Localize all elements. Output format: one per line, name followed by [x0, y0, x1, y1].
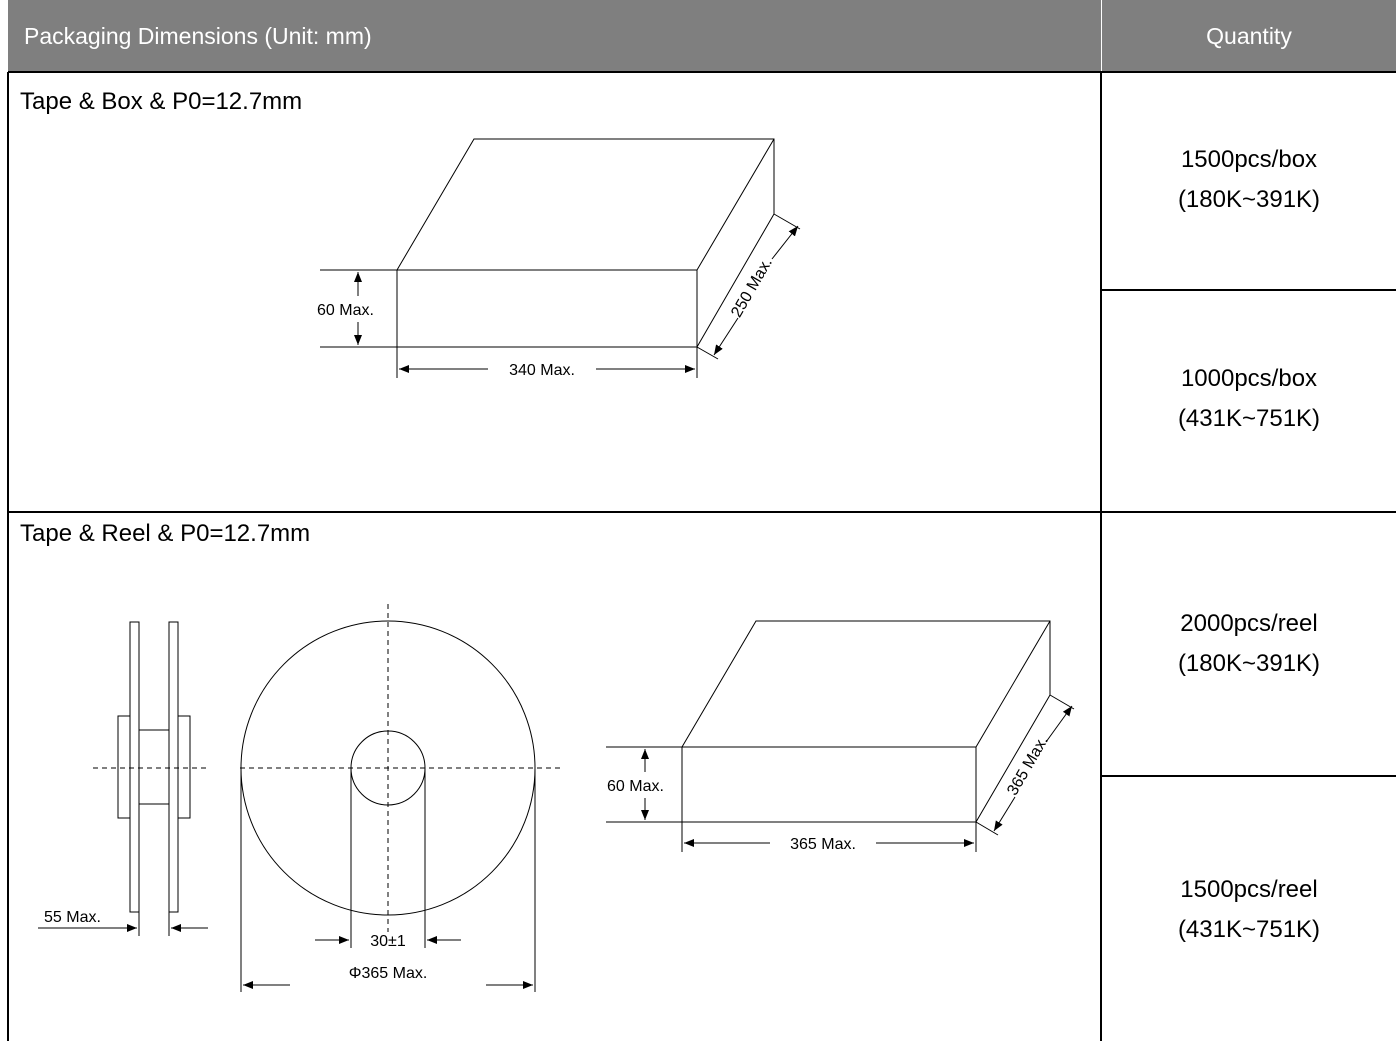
reel-box-depth-label: 365 Max.	[1004, 733, 1052, 798]
reel-qty-1: 2000pcs/reel (180K~391K)	[1102, 604, 1396, 684]
reel-width-label: 55 Max.	[44, 909, 101, 926]
reel-qty-2-count: 1500pcs/reel	[1180, 876, 1318, 903]
hub-diameter-label: 30±1	[370, 933, 406, 950]
box-section-title: Tape & Box & P0=12.7mm	[20, 88, 303, 115]
box-labels: 60 Max. 340 Max. 250 Max.	[317, 255, 776, 379]
header-quantity-label: Quantity	[1206, 22, 1292, 49]
box-qty-2: 1000pcs/box (431K~751K)	[1102, 359, 1396, 439]
reel-box-width-label: 365 Max.	[790, 836, 856, 853]
header-dimensions-label: Packaging Dimensions (Unit: mm)	[24, 22, 372, 49]
reel-qty-1-range: (180K~391K)	[1177, 650, 1321, 677]
reel-diameter-label: Φ365 Max.	[349, 965, 428, 982]
box-width-label: 340 Max.	[509, 362, 575, 379]
reel-box-drawing	[606, 620, 1075, 852]
reel-side-view	[38, 621, 208, 936]
reel-qty-2-range: (431K~751K)	[1177, 916, 1321, 943]
table-grid	[7, 71, 1396, 1041]
reel-qty-2: 1500pcs/reel (431K~751K)	[1102, 870, 1396, 950]
box-qty-1-range: (180K~391K)	[1177, 186, 1321, 213]
reel-section-title: Tape & Reel & P0=12.7mm	[20, 520, 311, 547]
header-dimensions-cell: Packaging Dimensions (Unit: mm)	[8, 0, 1101, 72]
header-quantity-cell: Quantity	[1102, 0, 1396, 72]
box-qty-1-count: 1500pcs/box	[1180, 146, 1318, 173]
reel-front-view	[240, 604, 560, 992]
box-qty-2-range: (431K~751K)	[1177, 405, 1321, 432]
reel-front-labels: 30±1 Φ365 Max.	[349, 933, 428, 982]
reel-box-labels: 60 Max. 365 Max. 365 Max.	[607, 733, 1052, 853]
box-qty-1: 1500pcs/box (180K~391K)	[1102, 140, 1396, 220]
box-height-label: 60 Max.	[317, 302, 374, 319]
box-qty-2-count: 1000pcs/box	[1180, 365, 1318, 392]
reel-box-height-label: 60 Max.	[607, 778, 664, 795]
box-drawing	[320, 138, 801, 378]
reel-qty-1-count: 2000pcs/reel	[1180, 610, 1318, 637]
box-depth-label: 250 Max.	[728, 255, 776, 320]
